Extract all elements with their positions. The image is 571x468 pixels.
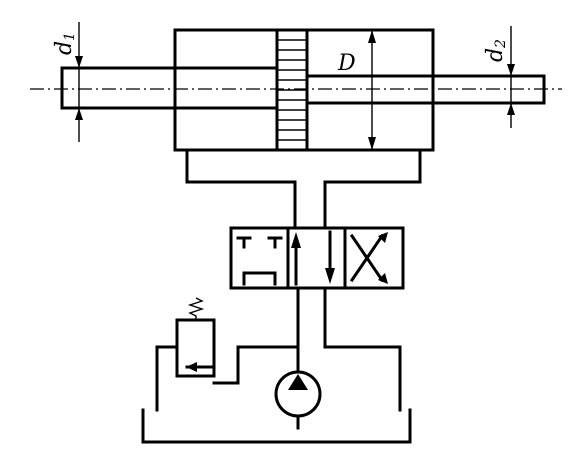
pump [274,370,322,430]
valve-position-crossed [349,232,388,284]
relief-spring [187,297,205,320]
valve-position-parallel [291,230,335,286]
pump-arrow [288,374,308,390]
dimension-d2: d 2 [483,26,515,128]
dim-d2-subscript: 2 [493,39,509,49]
dim-d2-label: d [483,48,508,62]
tank [141,408,412,444]
dim-d1-subscript: 1 [62,32,78,41]
return-line [323,286,402,412]
relief-valve [155,297,216,412]
dim-bore-label: D [337,51,356,76]
valve-position-blocked [236,236,283,286]
line-cylinder-right-port [323,148,422,230]
relief-inlet-line [212,345,300,385]
dimension-d1: d 1 [52,22,83,142]
dimension-bore: D [337,30,376,150]
hydraulic-cylinder [30,28,562,152]
piston-hatching [277,39,307,141]
piston [275,28,309,152]
line-cylinder-left-port [185,148,297,230]
directional-control-valve [229,226,405,290]
left-rod [60,66,279,110]
dim-d1-label: d [52,41,77,55]
